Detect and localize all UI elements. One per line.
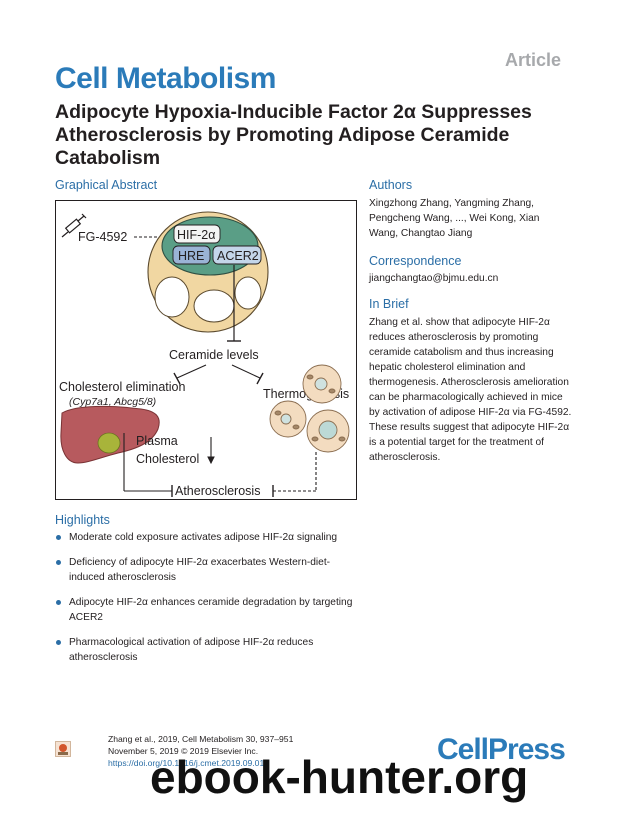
citation-line-1: Zhang et al., 2019, Cell Metabolism 30, … <box>108 734 294 744</box>
graphical-abstract: FG-4592 HIF-2α HRE ACER2 Ceramide levels… <box>55 200 357 500</box>
in-brief-text: Zhang et al. show that adipocyte HIF-2α … <box>369 317 572 463</box>
journal-name: Cell Metabolism <box>55 62 276 95</box>
graphical-abstract-heading: Graphical Abstract <box>55 178 158 192</box>
atherosclerosis-label: Atherosclerosis <box>175 484 260 498</box>
liver-icon <box>60 405 160 464</box>
syringe-icon <box>61 213 87 238</box>
graphical-abstract-figure: FG-4592 HIF-2α HRE ACER2 Ceramide levels… <box>59 211 350 498</box>
article-type-label: Article <box>505 50 562 70</box>
highlight-text: Moderate cold exposure activates adipose… <box>69 532 338 543</box>
acer2-label: ACER2 <box>217 249 259 263</box>
hre-label: HRE <box>178 249 204 263</box>
doi-link[interactable]: https://doi.org/10.1016/j.cmet.2019.09.0… <box>108 758 270 768</box>
elsevier-logo-icon <box>55 741 71 757</box>
adipocyte-icon <box>147 211 269 333</box>
authors-list: Xingzhong Zhang, Yangming Zhang, Pengche… <box>369 198 540 239</box>
bullet-icon <box>56 600 61 605</box>
highlight-text: Pharmacological activation of adipose HI… <box>69 637 314 663</box>
highlight-item: Deficiency of adipocyte HIF-2α exacerbat… <box>55 555 355 585</box>
bullet-icon <box>56 640 61 645</box>
correspondence-heading: Correspondence <box>369 254 462 268</box>
citation-block: Zhang et al., 2019, Cell Metabolism 30, … <box>108 733 293 769</box>
highlight-item: Moderate cold exposure activates adipose… <box>55 530 355 545</box>
authors-heading: Authors <box>369 178 413 192</box>
highlight-item: Adipocyte HIF-2α enhances ceramide degra… <box>55 595 355 625</box>
brown-adipocyte-icon <box>269 364 350 453</box>
cellpress-logo: CellPress <box>437 733 566 766</box>
watermark-text: ebook-hunter.org <box>150 751 529 803</box>
drug-label: FG-4592 <box>78 230 127 244</box>
bullet-icon <box>56 560 61 565</box>
bullet-icon <box>56 535 61 540</box>
highlight-text: Adipocyte HIF-2α enhances ceramide degra… <box>69 597 353 623</box>
genes-label: (Cyp7a1, Abcg5/8) <box>69 396 156 408</box>
highlight-text: Deficiency of adipocyte HIF-2α exacerbat… <box>69 557 331 583</box>
in-brief-heading: In Brief <box>369 297 409 311</box>
cholesterol-label: Cholesterol <box>136 452 199 466</box>
citation-line-2: November 5, 2019 © 2019 Elsevier Inc. <box>108 746 259 756</box>
ceramide-label: Ceramide levels <box>169 348 259 362</box>
correspondence-email[interactable]: jiangchangtao@bjmu.edu.cn <box>369 273 499 284</box>
highlights-heading: Highlights <box>55 513 110 527</box>
cholesterol-elimination-label: Cholesterol elimination <box>59 380 186 394</box>
plasma-label: Plasma <box>136 434 178 448</box>
highlight-item: Pharmacological activation of adipose HI… <box>55 635 355 665</box>
highlights-list: Moderate cold exposure activates adipose… <box>55 530 355 675</box>
hif-label: HIF-2α <box>177 228 215 242</box>
article-title: Adipocyte Hypoxia-Inducible Factor 2α Su… <box>55 101 532 169</box>
